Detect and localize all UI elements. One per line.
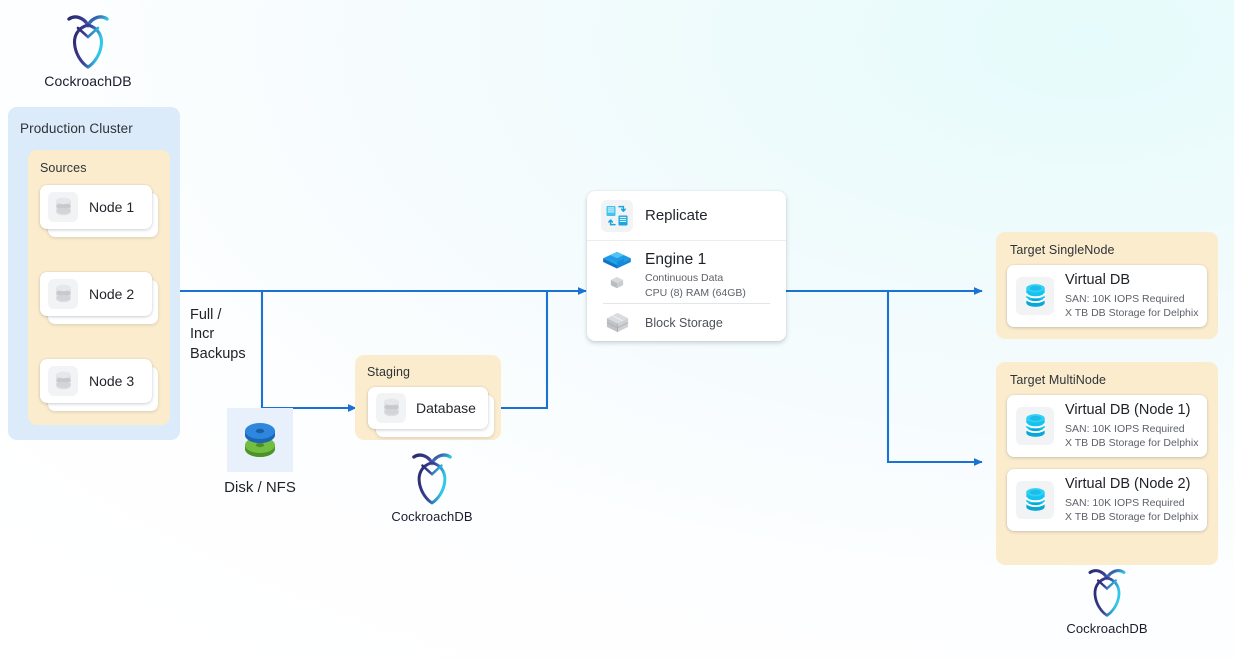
node-card-stack-2: Node 2 — [40, 272, 158, 324]
target-singlenode-title: Target SingleNode — [1010, 243, 1115, 257]
replicate-divider — [587, 240, 786, 241]
node-card-stack-1: Node 1 — [40, 185, 158, 237]
virtual-db-sub-san-single: SAN: 10K IOPS Required — [1065, 292, 1185, 305]
staging-database-label: Database — [416, 400, 476, 416]
virtual-db-icon — [1016, 277, 1054, 315]
staging-group: Staging Database — [355, 355, 501, 440]
replicate-row[interactable]: Replicate — [587, 191, 786, 240]
replicate-label: Replicate — [645, 207, 708, 224]
database-cylinder-icon — [48, 192, 78, 222]
cockroachdb-logo-icon — [67, 15, 109, 69]
cockroachdb-logo-bottom: CockroachDB — [1053, 568, 1161, 636]
virtual-db-title-single: Virtual DB — [1065, 272, 1131, 289]
virtual-db-card-node2[interactable]: Virtual DB (Node 2) SAN: 10K IOPS Requir… — [1007, 469, 1207, 531]
virtual-db-title-node1: Virtual DB (Node 1) — [1065, 402, 1191, 419]
replicate-icon — [601, 199, 633, 232]
staging-database-stack: Database — [368, 387, 494, 439]
replicate-engine-card: Replicate Engin — [587, 191, 786, 341]
cockroachdb-logo-icon — [1088, 569, 1126, 617]
cockroachdb-logo-icon — [412, 453, 452, 505]
node-card-3[interactable]: Node 3 — [40, 359, 152, 403]
production-cluster-group: Production Cluster Sources — [8, 107, 180, 440]
node-card-stack-3: Node 3 — [40, 359, 158, 411]
engine-title: Engine 1 — [645, 251, 707, 268]
virtual-db-card-single[interactable]: Virtual DB SAN: 10K IOPS Required X TB D… — [1007, 265, 1207, 327]
virtual-db-icon — [1016, 481, 1054, 519]
database-cylinder-icon — [376, 393, 406, 423]
block-storage-row[interactable]: Block Storage — [587, 304, 786, 341]
cockroachdb-logo-bottom-label: CockroachDB — [1066, 621, 1148, 636]
target-multinode-group: Target MultiNode Virtual DB (Node 1) SAN… — [996, 362, 1218, 565]
disk-nfs-block: Disk / NFS — [222, 408, 298, 496]
block-storage-label: Block Storage — [645, 315, 723, 330]
sources-group: Sources Node 1 — [28, 150, 170, 425]
database-cylinder-icon — [48, 279, 78, 309]
cockroachdb-logo-staging: CockroachDB — [378, 452, 486, 524]
node-card-label-3: Node 3 — [89, 373, 135, 389]
node-card-label-2: Node 2 — [89, 286, 135, 302]
production-cluster-title: Production Cluster — [20, 121, 133, 136]
node-card-label-1: Node 1 — [89, 199, 135, 215]
virtual-db-sub-storage-node2: X TB DB Storage for Delphix — [1065, 511, 1199, 524]
virtual-db-title-node2: Virtual DB (Node 2) — [1065, 476, 1191, 493]
staging-database-card[interactable]: Database — [368, 387, 488, 429]
virtual-db-sub-storage-single: X TB DB Storage for Delphix — [1065, 307, 1199, 320]
virtual-db-sub-storage-node1: X TB DB Storage for Delphix — [1065, 437, 1199, 450]
engine-block-storage-divider — [603, 303, 770, 304]
staging-title: Staging — [367, 365, 411, 379]
virtual-db-sub-san-node1: SAN: 10K IOPS Required — [1065, 422, 1185, 435]
engine-small-cube-icon — [610, 276, 624, 289]
engine-cubes-icon — [603, 251, 631, 269]
sources-title: Sources — [40, 161, 87, 175]
database-cylinder-icon — [48, 366, 78, 396]
cockroachdb-logo-staging-label: CockroachDB — [391, 509, 473, 524]
cockroachdb-logo-top-label: CockroachDB — [44, 73, 132, 89]
node-card-2[interactable]: Node 2 — [40, 272, 152, 316]
block-storage-icon — [606, 312, 628, 332]
virtual-db-card-node1[interactable]: Virtual DB (Node 1) SAN: 10K IOPS Requir… — [1007, 395, 1207, 457]
engine-sub-cpu-ram: CPU (8) RAM (64GB) — [645, 286, 746, 299]
cockroachdb-logo-top: CockroachDB — [34, 14, 142, 89]
target-singlenode-group: Target SingleNode Virtual DB SAN: 10K IO… — [996, 232, 1218, 339]
engine-sub-continuous-data: Continuous Data — [645, 272, 724, 285]
virtual-db-sub-san-node2: SAN: 10K IOPS Required — [1065, 496, 1185, 509]
disk-nfs-label: Disk / NFS — [224, 479, 296, 496]
target-multinode-title: Target MultiNode — [1010, 373, 1107, 387]
virtual-db-icon — [1016, 407, 1054, 445]
disk-nfs-icon — [227, 408, 293, 472]
engine-row[interactable]: Engine 1 Continuous Data CPU (8) RAM (64… — [587, 241, 786, 303]
node-card-1[interactable]: Node 1 — [40, 185, 152, 229]
backups-flow-label: Full / Incr Backups — [190, 307, 246, 362]
